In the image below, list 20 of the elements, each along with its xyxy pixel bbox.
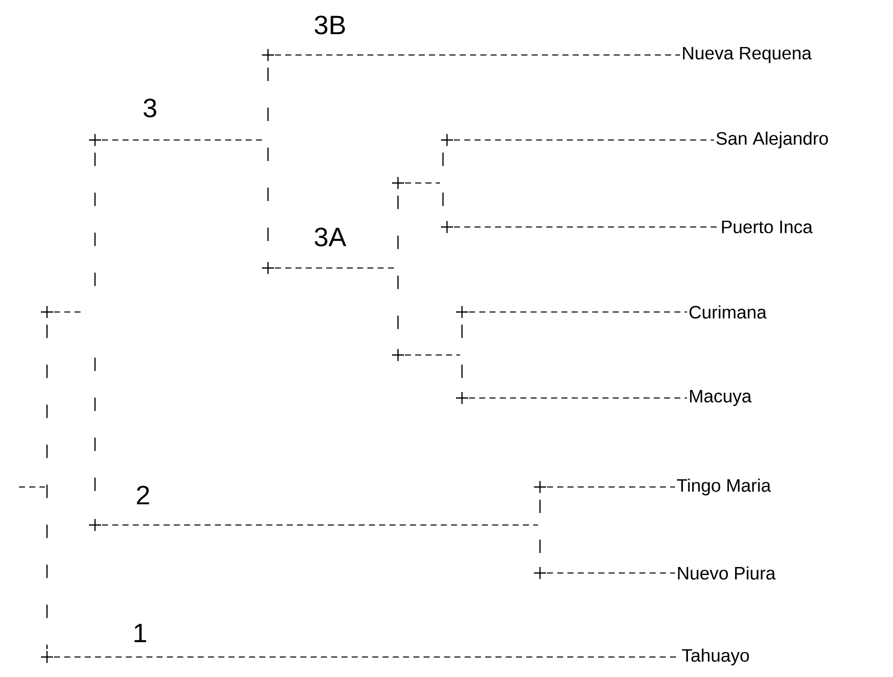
branch-line	[454, 226, 719, 228]
taxon-name: Curimana	[690, 305, 767, 319]
cluster-number: 3	[144, 98, 156, 118]
cluster-number: 1	[134, 624, 146, 642]
cluster-number: 3B	[314, 16, 345, 34]
branch-line	[469, 397, 687, 399]
taxon-name: Tingo Maria	[677, 478, 771, 496]
cluster-number: 2	[136, 486, 150, 504]
taxon-name: Macuya	[690, 390, 752, 406]
taxon-name: Puerto Inca	[722, 220, 813, 234]
branch-line	[547, 572, 675, 574]
branch-line	[469, 311, 687, 313]
taxon-name: Tahuayo	[682, 648, 749, 666]
taxon-name: Nueva Requena	[683, 46, 812, 64]
taxon-name: San Alejandro	[716, 132, 828, 148]
branch-line	[547, 486, 675, 488]
cluster-number: 3A	[314, 228, 346, 246]
taxon-name: Nuevo Piura	[678, 566, 776, 580]
branch-line	[454, 139, 714, 141]
branch-line	[275, 54, 680, 56]
